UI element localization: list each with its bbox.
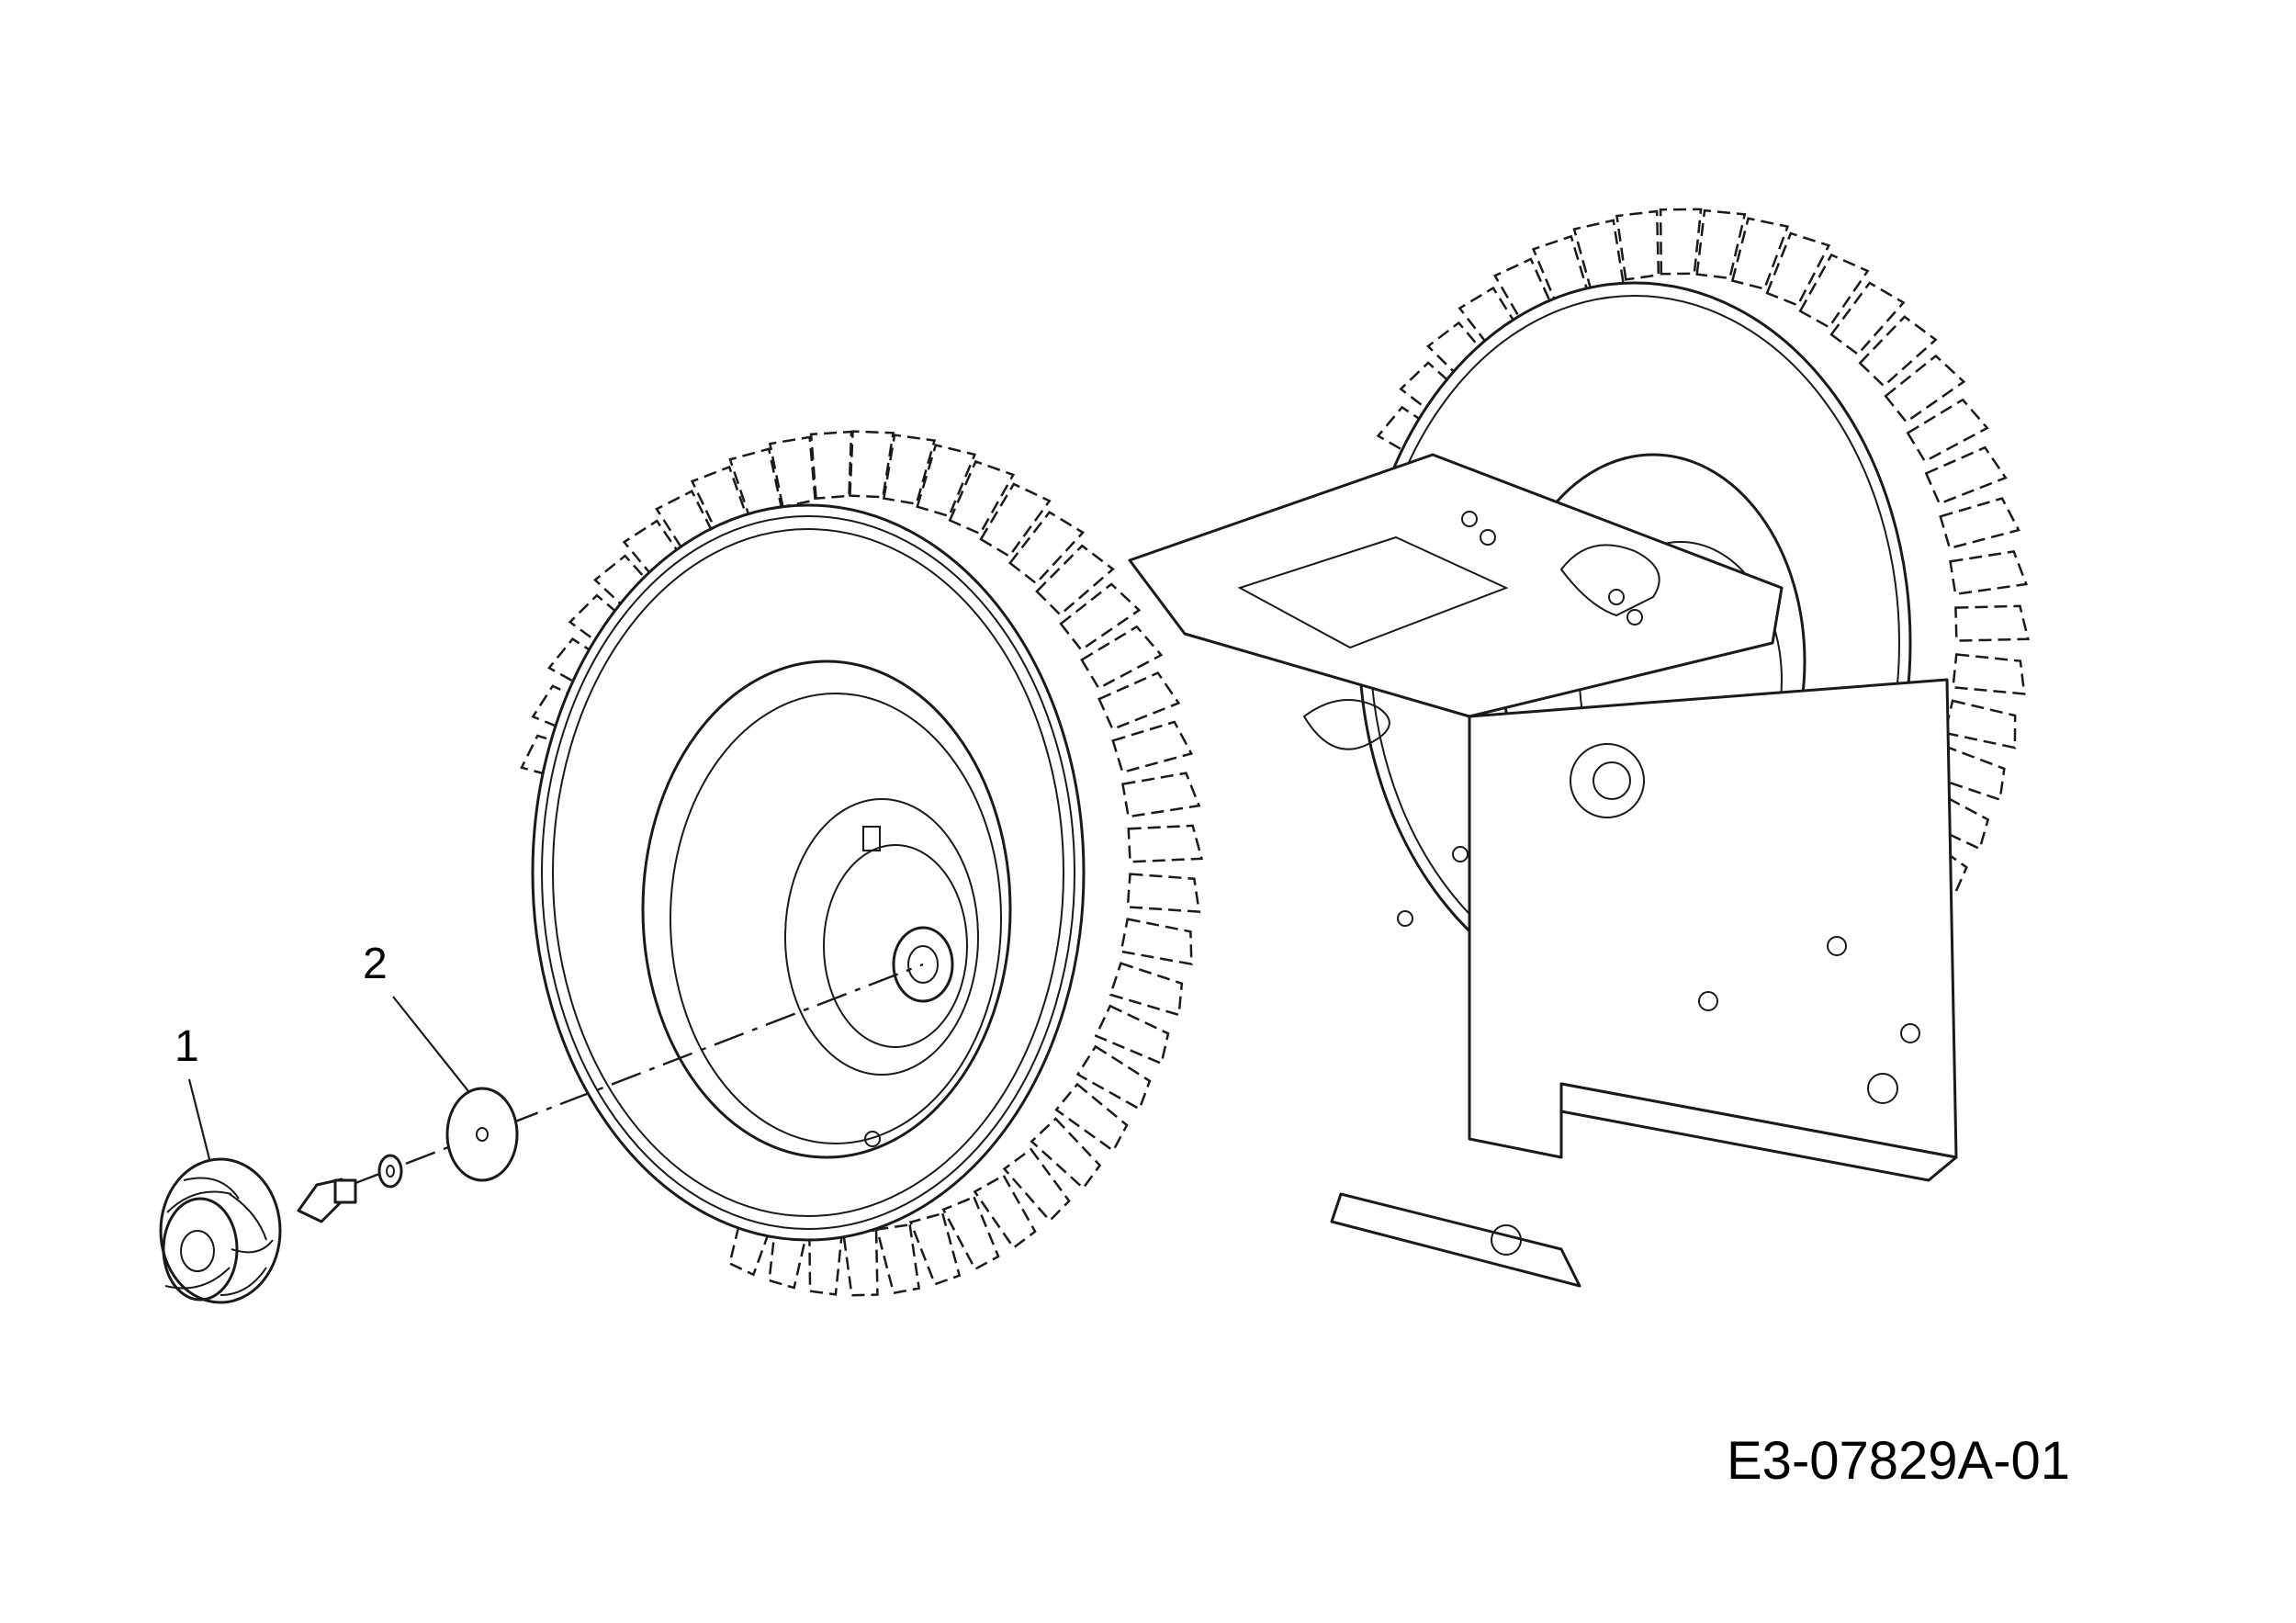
tread-lug — [593, 554, 667, 626]
tread-lug — [1730, 217, 1790, 290]
tread-lug — [841, 1229, 879, 1297]
tread-lug — [1080, 625, 1164, 690]
tread-lug — [1035, 544, 1115, 616]
drawing-code: E3-07829A-01 — [1727, 1431, 2070, 1491]
tread-lug — [1007, 511, 1086, 585]
tread-lug — [1097, 671, 1181, 731]
tread-lug — [849, 430, 895, 499]
tread-lug — [875, 1223, 921, 1295]
tread-lug — [1059, 582, 1142, 652]
tread-lug — [979, 482, 1052, 558]
callout-2-leader — [392, 996, 469, 1092]
tread-lug — [1094, 1004, 1170, 1065]
tread-lug — [1002, 1147, 1071, 1223]
tread-lug — [1126, 873, 1201, 913]
tread-lug — [1615, 209, 1660, 281]
tread-lug — [1572, 219, 1625, 293]
tread-lug — [1954, 604, 2030, 642]
tread-lug — [916, 444, 977, 518]
tread-lug — [1695, 209, 1747, 280]
callout-2: 2 — [363, 940, 469, 1092]
tread-lug — [1659, 208, 1703, 276]
tread-lug — [1030, 1117, 1102, 1190]
tread-lug — [568, 593, 644, 662]
frame-assembly — [1128, 453, 1958, 1288]
tread-lug — [908, 1212, 962, 1286]
wheel-knob — [159, 1157, 282, 1304]
tread-lug — [531, 684, 607, 743]
tread-lug — [1798, 253, 1870, 329]
tread-lug — [1376, 405, 1452, 470]
tread-lug — [882, 434, 937, 506]
tread-lug — [1120, 918, 1193, 966]
tread-lug — [1127, 824, 1204, 863]
lock-washer — [377, 1154, 403, 1189]
callout-1: 1 — [174, 1022, 211, 1160]
explosion-axis — [302, 963, 924, 1205]
tread-lug — [1939, 497, 2020, 550]
callout-1-label: 1 — [174, 1022, 199, 1071]
tread-lug — [973, 1174, 1037, 1250]
tread-lug — [1924, 445, 2008, 505]
tread-lug — [1829, 281, 1906, 356]
tread-lug — [1111, 720, 1194, 774]
front-wheel — [520, 430, 1204, 1297]
tread-lug — [1952, 653, 2026, 695]
tread-lug — [768, 435, 816, 509]
tread-lug — [1426, 321, 1499, 394]
tread-lug — [941, 1195, 1000, 1271]
tread-lug — [1399, 361, 1474, 430]
callout-2-label: 2 — [363, 940, 388, 988]
tread-lug — [809, 430, 853, 500]
tread-lug — [1075, 1044, 1152, 1111]
tread-lug — [948, 459, 1016, 535]
bolt — [297, 1178, 357, 1223]
tread-lug — [1121, 772, 1201, 818]
tread-lug — [1054, 1082, 1129, 1153]
tread-lug — [1949, 550, 2029, 596]
tread-lug — [1858, 315, 1938, 388]
tread-lug — [1109, 962, 1184, 1017]
tread-lug — [1765, 231, 1831, 307]
tread-lug — [1906, 398, 1989, 463]
tread-lug — [1884, 354, 1966, 424]
tread-lug — [547, 637, 624, 701]
tread-lug — [1943, 699, 2017, 750]
callout-1-leader — [187, 1078, 211, 1160]
washer — [445, 1087, 519, 1182]
